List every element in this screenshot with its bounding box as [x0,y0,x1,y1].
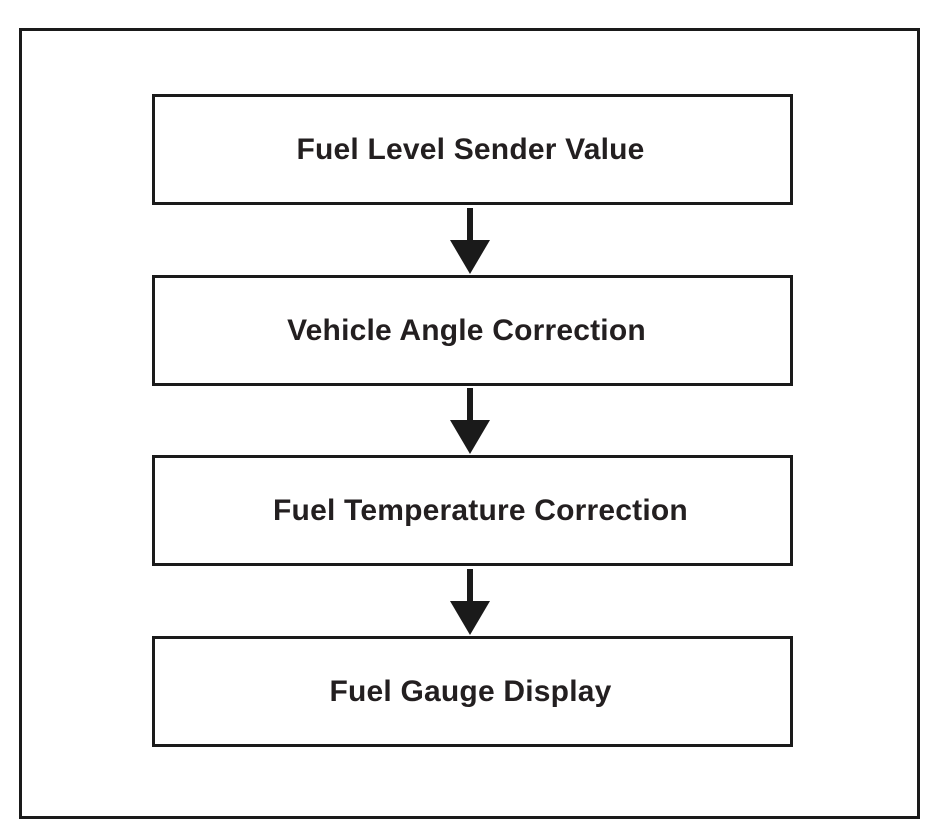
arrow-down-icon [450,388,490,454]
step-label: Fuel Gauge Display [329,674,612,708]
step-vehicle-angle-correction: Vehicle Angle Correction [152,275,793,386]
step-fuel-temperature-correction: Fuel Temperature Correction [152,455,793,566]
step-label: Fuel Temperature Correction [273,493,688,527]
step-fuel-gauge-display: Fuel Gauge Display [152,636,793,747]
arrow-down-icon [450,208,490,274]
step-label: Vehicle Angle Correction [287,313,646,347]
step-fuel-level-sender-value: Fuel Level Sender Value [152,94,793,205]
arrow-down-icon [450,569,490,635]
step-label: Fuel Level Sender Value [296,132,645,166]
